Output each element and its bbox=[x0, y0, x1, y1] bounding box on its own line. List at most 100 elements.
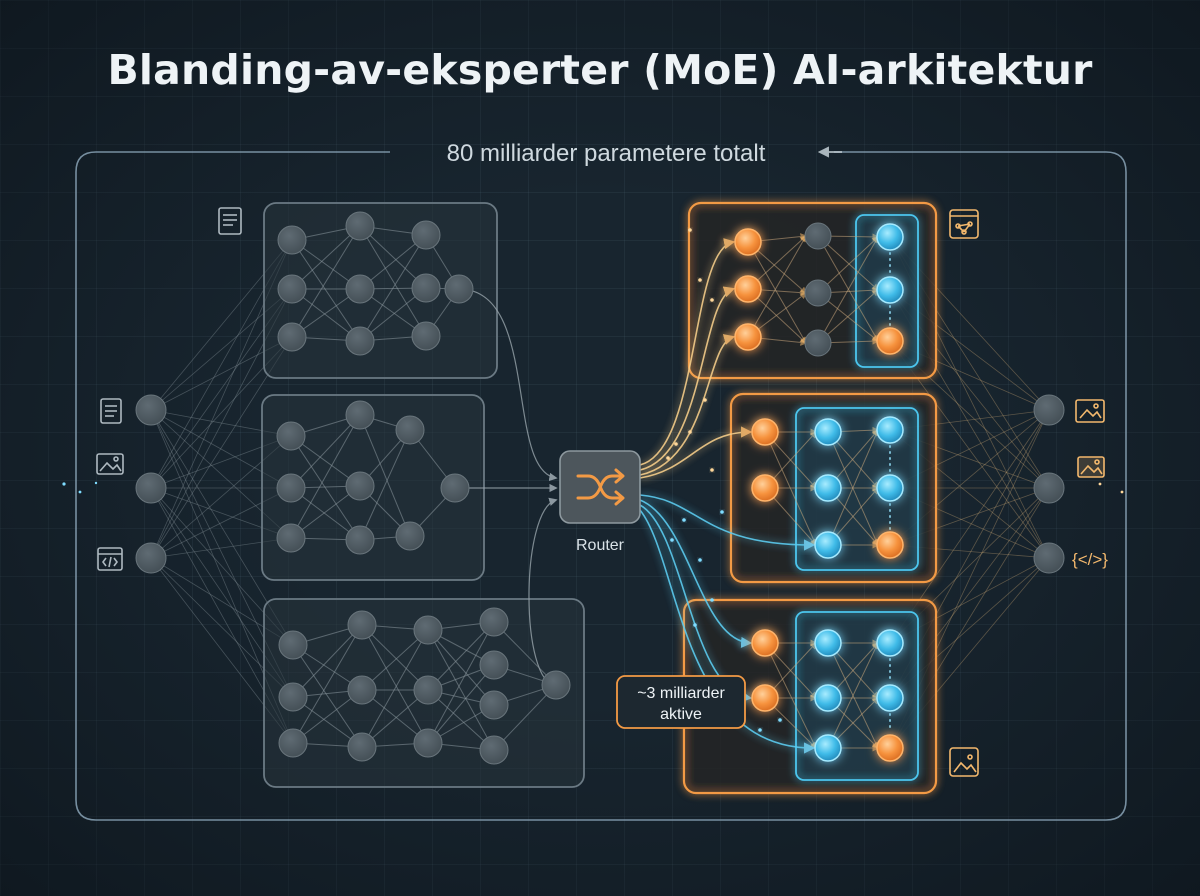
sparkle bbox=[720, 510, 724, 514]
output-code-icon: {</>} bbox=[1072, 550, 1108, 569]
sparkle bbox=[682, 518, 686, 522]
active-params-box: ~3 milliarder aktive bbox=[616, 675, 746, 729]
inactive-node bbox=[395, 415, 425, 445]
active-node-blue bbox=[876, 223, 904, 251]
active-node-blue bbox=[814, 629, 842, 657]
inactive-node bbox=[411, 273, 441, 303]
inactive-node bbox=[277, 274, 307, 304]
sparkle bbox=[698, 558, 702, 562]
edge bbox=[359, 225, 427, 337]
sparkle bbox=[670, 538, 674, 542]
edge bbox=[361, 689, 429, 748]
inactive-node bbox=[411, 321, 441, 351]
edge bbox=[427, 689, 495, 751]
edge bbox=[361, 629, 429, 748]
page-title: Blanding-av-eksperter (MoE) AI-arkitektu… bbox=[107, 46, 1093, 94]
active-route bbox=[639, 238, 736, 466]
active-node-blue bbox=[814, 684, 842, 712]
active-route bbox=[639, 494, 816, 551]
edge bbox=[427, 629, 495, 706]
sparkle bbox=[703, 398, 707, 402]
active-params-line2: aktive bbox=[660, 706, 702, 723]
edge bbox=[764, 642, 817, 750]
inactive-node bbox=[347, 675, 377, 705]
inactive-node bbox=[479, 650, 509, 680]
active-route bbox=[639, 426, 753, 479]
inactive-node bbox=[413, 728, 443, 758]
active-route bbox=[639, 286, 736, 471]
edge bbox=[827, 641, 879, 749]
inactive-node bbox=[135, 394, 167, 426]
active-node-orange bbox=[876, 327, 904, 355]
active-node-orange bbox=[751, 684, 779, 712]
edge bbox=[817, 236, 880, 294]
inactive-node bbox=[345, 274, 375, 304]
sparkle bbox=[710, 598, 714, 602]
inactive-node bbox=[479, 607, 509, 637]
active-node-orange bbox=[751, 474, 779, 502]
edge bbox=[292, 644, 363, 748]
active-route bbox=[639, 509, 816, 754]
active-node-orange bbox=[751, 418, 779, 446]
total-params-label: 80 milliarder parametere totalt bbox=[447, 140, 766, 167]
side-network-icon bbox=[949, 209, 979, 239]
sparkle bbox=[710, 298, 714, 302]
active-node-blue bbox=[814, 531, 842, 559]
edge bbox=[359, 234, 427, 342]
edge bbox=[827, 428, 879, 546]
inactive-node bbox=[276, 523, 306, 553]
active-node-blue bbox=[876, 684, 904, 712]
router-block: Router bbox=[559, 450, 641, 554]
active-node-blue bbox=[814, 474, 842, 502]
outer-frame bbox=[75, 151, 1127, 821]
active-node-blue bbox=[876, 276, 904, 304]
inactive-node bbox=[804, 279, 832, 307]
inactive-node bbox=[278, 682, 308, 712]
inactive-node bbox=[277, 225, 307, 255]
inactive-node bbox=[345, 326, 375, 356]
active-route bbox=[639, 334, 736, 476]
edge bbox=[359, 429, 411, 541]
sparkle bbox=[688, 228, 692, 232]
input-arrow bbox=[48, 481, 135, 495]
inactive-node bbox=[804, 222, 832, 250]
inactive-node bbox=[541, 670, 571, 700]
input-icons bbox=[96, 207, 242, 571]
edge bbox=[361, 624, 429, 744]
edge bbox=[292, 624, 363, 698]
inactive-node bbox=[345, 471, 375, 501]
output-icons bbox=[949, 209, 1105, 777]
inactive-node bbox=[276, 473, 306, 503]
edge bbox=[292, 689, 363, 744]
edge bbox=[359, 414, 411, 537]
router-label: Router bbox=[576, 537, 625, 554]
inactive-node bbox=[440, 473, 470, 503]
sparkle bbox=[710, 468, 714, 472]
inactive-node bbox=[413, 615, 443, 645]
active-node-blue bbox=[814, 734, 842, 762]
inactive-node bbox=[479, 735, 509, 765]
active-params-line1: ~3 milliarder bbox=[637, 685, 725, 702]
active-node-blue bbox=[876, 629, 904, 657]
inactive-node bbox=[347, 610, 377, 640]
sparkle bbox=[688, 430, 692, 434]
to-router-curve bbox=[458, 288, 558, 482]
side-image-icon bbox=[949, 747, 979, 777]
routing-sparkles bbox=[666, 228, 782, 732]
active-node-blue bbox=[876, 416, 904, 444]
code-icon bbox=[97, 547, 123, 571]
inactive-node bbox=[276, 421, 306, 451]
expert-edges bbox=[290, 225, 891, 752]
active-node-orange bbox=[734, 275, 762, 303]
network-nodes bbox=[135, 211, 1065, 765]
image-icon bbox=[96, 453, 124, 475]
active-node-blue bbox=[876, 474, 904, 502]
edge bbox=[359, 225, 427, 289]
edge bbox=[361, 629, 429, 691]
inactive-node bbox=[347, 732, 377, 762]
edge bbox=[747, 234, 807, 338]
edge bbox=[291, 239, 361, 342]
edge bbox=[817, 235, 879, 343]
inactive-node bbox=[345, 400, 375, 430]
